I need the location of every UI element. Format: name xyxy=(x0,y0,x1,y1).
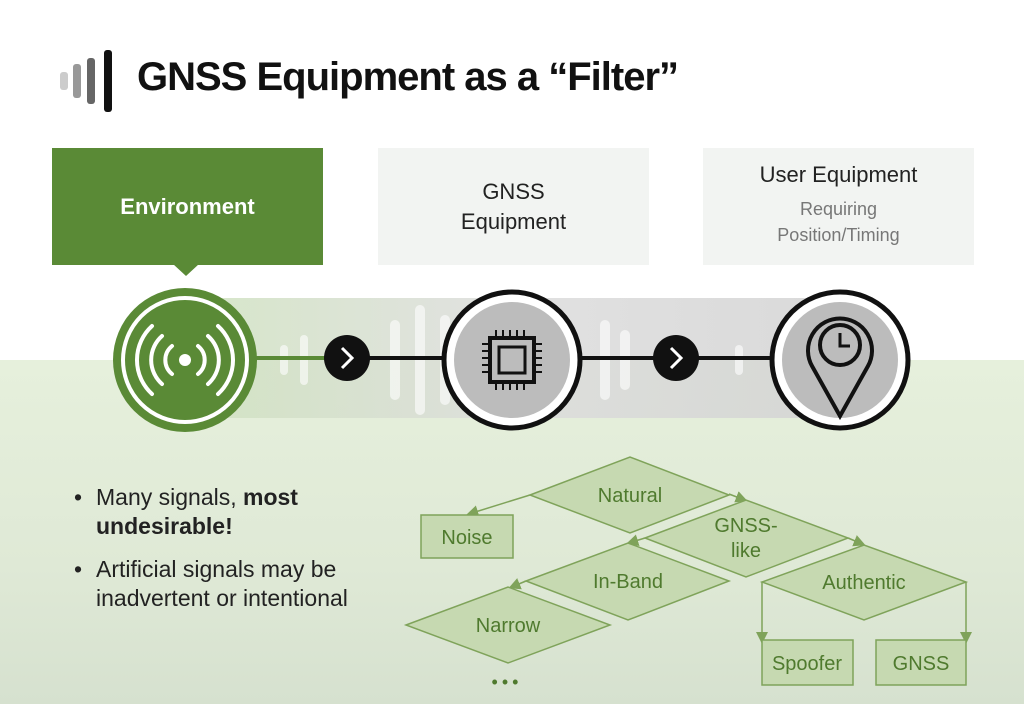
active-pointer-icon xyxy=(173,264,199,276)
next-arrow-icon-2 xyxy=(653,335,699,381)
label-gnss: GNSS xyxy=(893,653,950,675)
node-narrow xyxy=(403,586,613,664)
label-gnss-like-2: like xyxy=(731,540,761,562)
node-natural xyxy=(527,456,732,534)
stage-sub-line1: Requiring xyxy=(799,199,878,219)
node-gnss xyxy=(875,639,967,686)
next-arrow-icon-1 xyxy=(324,335,370,381)
stage-environment-box: Environment xyxy=(52,148,323,265)
label-spoofer: Spoofer xyxy=(772,653,842,675)
bullet-list: Many signals, most undesirable! Artifici… xyxy=(72,483,392,627)
stage-user-equipment-label: User Equipment xyxy=(759,162,918,187)
label-noise: Noise xyxy=(441,527,492,549)
logo-bars-icon xyxy=(60,50,120,112)
node-authentic xyxy=(759,544,969,621)
stage-label-line1: GNSS xyxy=(482,178,545,204)
label-authentic: Authentic xyxy=(822,572,905,594)
broadcast-signal-icon xyxy=(113,288,257,432)
chip-icon xyxy=(441,289,583,431)
slide-title: GNSS Equipment as a “Filter” xyxy=(137,55,679,99)
stage-user-equipment-box: User Equipment Requiring Position/Timing xyxy=(703,148,974,265)
bullet-item: Many signals, most undesirable! xyxy=(72,483,392,541)
node-gnss-like xyxy=(642,499,851,578)
stage-gnss-equipment-box: GNSS Equipment xyxy=(378,148,649,265)
label-in-band: In-Band xyxy=(593,571,663,593)
stage-environment-label: Environment xyxy=(120,193,255,219)
bullet-text: Artificial signals may be inadvertent or… xyxy=(96,556,348,611)
stage-label-line2: Equipment xyxy=(460,208,567,234)
node-in-band xyxy=(523,542,732,621)
label-gnss-like-1: GNSS- xyxy=(714,515,777,537)
location-clock-icon xyxy=(769,289,911,431)
label-natural: Natural xyxy=(598,485,662,507)
label-narrow: Narrow xyxy=(476,615,541,637)
stage-sub-line2: Position/Timing xyxy=(777,225,900,245)
bullet-text: Many signals, xyxy=(96,484,244,510)
node-noise xyxy=(420,514,514,559)
node-spoofer xyxy=(761,639,854,686)
label-ellipsis: ••• xyxy=(492,672,523,692)
bullet-item: Artificial signals may be inadvertent or… xyxy=(72,555,392,613)
bullet-bold-text: most undesirable! xyxy=(96,484,298,539)
